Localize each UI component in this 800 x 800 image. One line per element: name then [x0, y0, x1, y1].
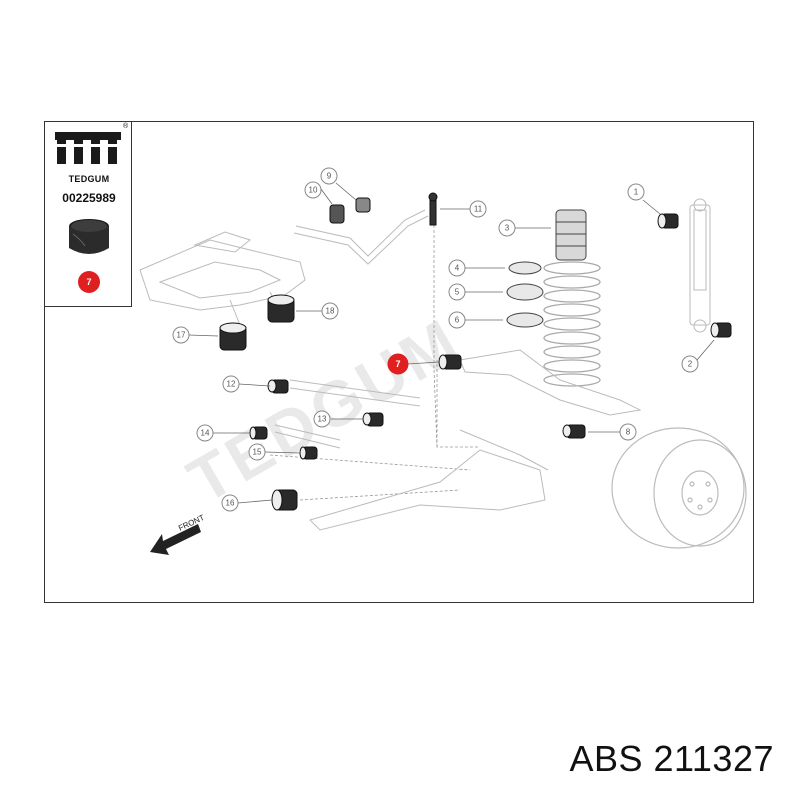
bushing-product-image	[69, 219, 109, 254]
control-arm	[274, 349, 642, 531]
bushing-10	[329, 204, 345, 224]
svg-text:18: 18	[326, 307, 335, 316]
bushing-14	[249, 426, 268, 440]
svg-text:12: 12	[227, 380, 236, 389]
callout-16: 16	[221, 494, 239, 512]
callout-1: 1	[627, 183, 645, 201]
product-caption: ABS 211327	[569, 738, 774, 779]
bushing-9	[355, 197, 371, 213]
callout-17: 17	[172, 326, 190, 344]
highlight-callout-7: 7	[78, 271, 100, 293]
svg-text:8: 8	[626, 428, 631, 437]
bump-stop	[555, 209, 587, 261]
callout-11: 11	[469, 200, 487, 218]
bushing-1	[657, 213, 679, 229]
bushing-7	[438, 354, 462, 370]
bushing-12	[267, 379, 289, 394]
svg-text:13: 13	[318, 415, 327, 424]
bushing-17	[219, 322, 247, 351]
stabilizer-bar	[293, 209, 429, 265]
callout-4: 4	[448, 259, 466, 277]
shock-absorber	[689, 198, 711, 333]
front-arrow: FRONT	[150, 513, 206, 555]
callout-arrows	[188, 182, 715, 504]
callout-13: 13	[313, 410, 331, 428]
callout-6: 6	[448, 311, 466, 329]
svg-text:10: 10	[309, 186, 318, 195]
callout-12: 12	[222, 375, 240, 393]
brake-drum	[611, 427, 747, 549]
bushing-15	[299, 446, 318, 460]
svg-text:14: 14	[201, 429, 210, 438]
bushing-16	[271, 489, 298, 511]
bushings	[219, 192, 732, 511]
callout-3: 3	[498, 219, 516, 237]
bushing-2	[710, 322, 732, 338]
callout-15: 15	[248, 443, 266, 461]
svg-text:17: 17	[177, 331, 186, 340]
svg-text:7: 7	[86, 277, 91, 287]
callout-18: 18	[321, 302, 339, 320]
callout-8: 8	[619, 423, 637, 441]
tedgum-logo-icon	[55, 132, 121, 164]
svg-text:1: 1	[634, 188, 639, 197]
callouts: 1 2 3 4 5 6 7 8 9 10 11 12 13 14 15 16 1…	[172, 167, 699, 512]
registered-mark: ®	[123, 123, 129, 130]
callout-2: 2	[681, 355, 699, 373]
svg-text:9: 9	[327, 172, 332, 181]
link-11	[428, 192, 438, 226]
diagram-frame	[44, 121, 754, 603]
svg-text:4: 4	[455, 264, 460, 273]
svg-text:16: 16	[226, 499, 235, 508]
coil-spring	[543, 261, 601, 387]
bushing-18	[267, 294, 295, 323]
callout-14: 14	[196, 424, 214, 442]
bushing-8	[562, 424, 586, 439]
callout-5: 5	[448, 283, 466, 301]
bushing-13	[362, 412, 384, 427]
callout-7: 7	[387, 353, 409, 375]
brand-name: TEDGUM	[68, 174, 110, 184]
svg-text:7: 7	[395, 359, 400, 369]
svg-text:2: 2	[688, 360, 693, 369]
callout-10: 10	[304, 181, 322, 199]
leader-lines	[269, 225, 480, 501]
svg-text:3: 3	[505, 224, 510, 233]
brand-logo: 7	[55, 132, 121, 293]
callout-9: 9	[320, 167, 338, 185]
part-number: 00225989	[62, 191, 116, 205]
svg-text:15: 15	[253, 448, 262, 457]
part-info-box: 7 ® TEDGUM 00225989	[44, 121, 132, 307]
spring-seats	[506, 261, 544, 328]
svg-text:11: 11	[474, 205, 483, 214]
svg-text:5: 5	[455, 288, 460, 297]
svg-text:6: 6	[455, 316, 460, 325]
